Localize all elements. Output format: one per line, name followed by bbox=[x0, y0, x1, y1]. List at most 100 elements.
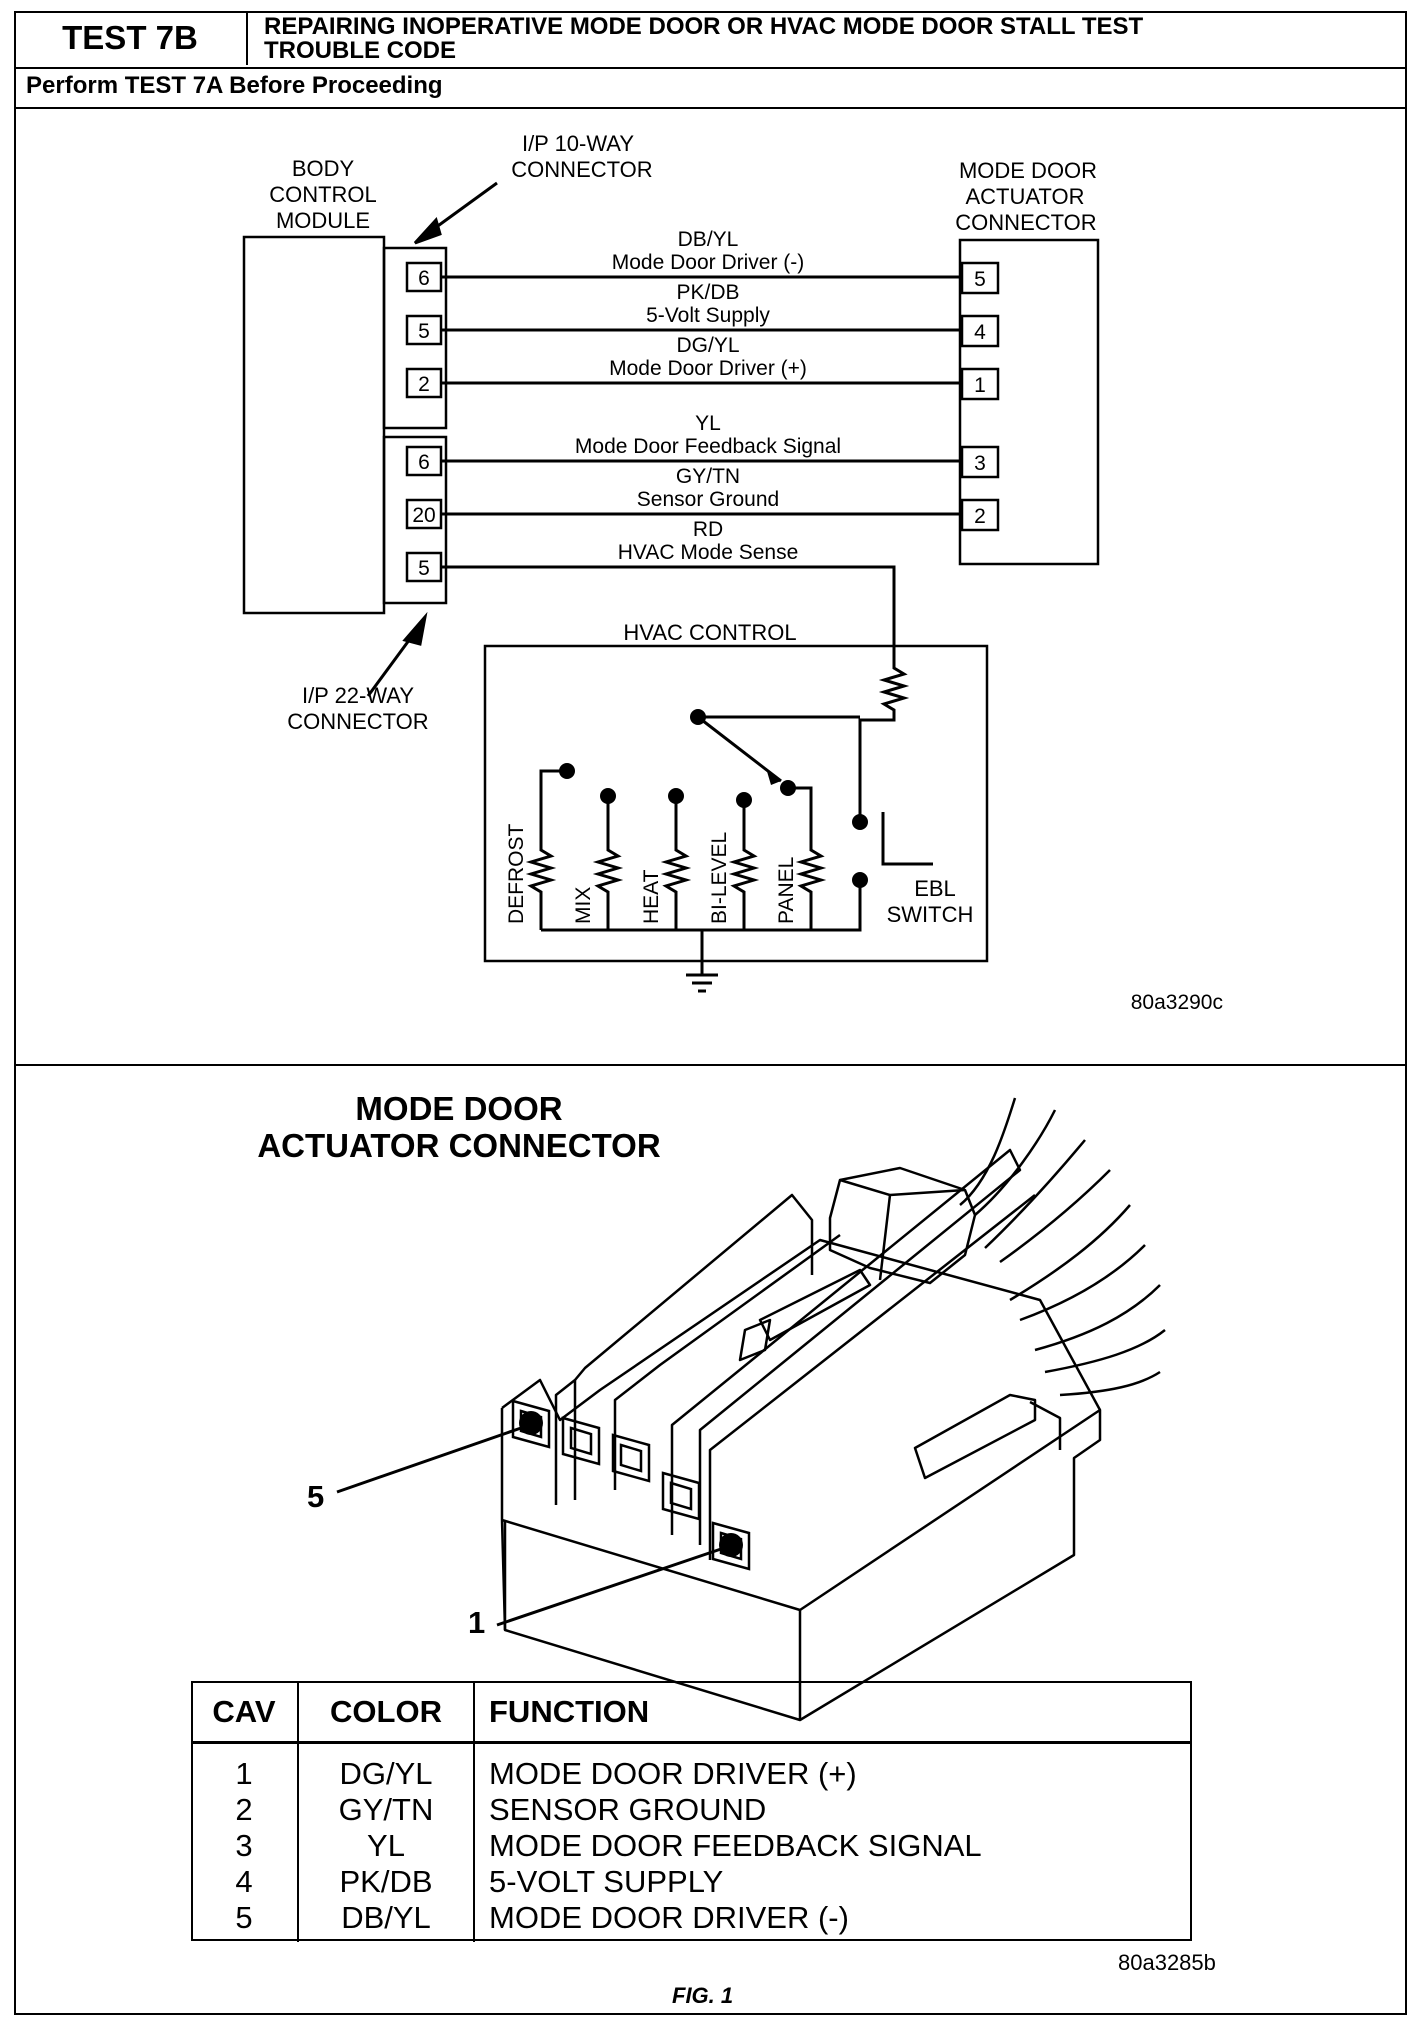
bcm-pin-number: 2 bbox=[418, 373, 430, 396]
function-cell: MODE DOOR DRIVER (-) bbox=[489, 1900, 849, 1935]
wire-function-label: Mode Door Driver (-) bbox=[612, 251, 805, 274]
header-row: TEST 7B REPAIRING INOPERATIVE MODE DOOR … bbox=[14, 11, 1407, 69]
bcm-label-2: CONTROL bbox=[269, 182, 377, 207]
position-label: MIX bbox=[572, 887, 595, 924]
color-cell: PK/DB bbox=[298, 1864, 475, 1900]
connector-figure-ref: 80a3285b bbox=[1118, 1950, 1216, 1975]
header-function: FUNCTION bbox=[474, 1681, 1192, 1744]
position-label: PANEL bbox=[775, 857, 798, 924]
ip22-arrowhead bbox=[402, 611, 428, 646]
color-cell: YL bbox=[298, 1828, 475, 1864]
actuator-pin-number: 3 bbox=[974, 452, 986, 475]
table-row: 3 YL MODE DOOR FEEDBACK SIGNAL bbox=[191, 1828, 1192, 1864]
function-cell: MODE DOOR DRIVER (+) bbox=[489, 1756, 857, 1791]
bcm-label-1: BODY bbox=[292, 156, 355, 181]
schematic-figure-ref: 80a3290c bbox=[1131, 991, 1223, 1014]
wire-function-label: Mode Door Driver (+) bbox=[609, 357, 807, 380]
bcm-label-3: MODULE bbox=[276, 208, 370, 233]
pin-table-header-row: CAV COLOR FUNCTION bbox=[191, 1681, 1192, 1744]
schematic-labels: BODY CONTROL MODULE I/P 10-WAY CONNECTOR… bbox=[269, 131, 1097, 927]
cav-cell: 5 bbox=[191, 1900, 299, 1942]
wiper-pivot-node bbox=[690, 709, 706, 725]
cav-cell: 3 bbox=[191, 1828, 299, 1864]
position-resistor bbox=[660, 796, 692, 930]
position-contact-node bbox=[600, 788, 616, 804]
bcm-pin-number: 6 bbox=[418, 451, 430, 474]
color-cell: DG/YL bbox=[298, 1742, 475, 1792]
wires bbox=[441, 275, 962, 575]
table-row: 4 PK/DB 5-VOLT SUPPLY bbox=[191, 1864, 1192, 1900]
cav-cell: 1 bbox=[191, 1742, 299, 1792]
test-title: REPAIRING INOPERATIVE MODE DOOR OR HVAC … bbox=[264, 15, 1384, 63]
position-label: HEAT bbox=[640, 869, 663, 924]
actuator-label-1: MODE DOOR bbox=[959, 158, 1097, 183]
figure-caption: FIG. 1 bbox=[672, 1983, 734, 2008]
actuator-pin-number: 1 bbox=[974, 374, 986, 397]
ip10-label-2: CONNECTOR bbox=[511, 157, 652, 182]
ip10-label-1: I/P 10-WAY bbox=[522, 131, 634, 156]
ground-bus bbox=[541, 880, 862, 932]
sheet-content: TEST 7B REPAIRING INOPERATIVE MODE DOOR … bbox=[14, 11, 1407, 2015]
header-cav: CAV bbox=[191, 1681, 299, 1744]
wire-color-label: DB/YL bbox=[678, 228, 739, 251]
ip22-connector-housing bbox=[382, 435, 448, 605]
hvac-nodes bbox=[559, 709, 868, 888]
position-label: BI-LEVEL bbox=[708, 832, 731, 924]
bcm-module-box bbox=[242, 235, 386, 615]
ebl-label-2: SWITCH bbox=[887, 902, 974, 927]
schematic-shapes bbox=[242, 235, 1100, 963]
color-cell: DB/YL bbox=[298, 1900, 475, 1942]
wire-color-label: GY/TN bbox=[676, 465, 740, 488]
test-id: TEST 7B bbox=[14, 11, 248, 65]
hvac-control-box bbox=[483, 644, 989, 963]
actuator-pin-number: 2 bbox=[974, 505, 986, 528]
header-color: COLOR bbox=[298, 1681, 475, 1744]
position-contact-node bbox=[780, 780, 796, 796]
position-resistor bbox=[788, 786, 827, 930]
position-resistor bbox=[525, 769, 567, 930]
ground-symbol bbox=[686, 973, 718, 993]
test-title-line-1: REPAIRING INOPERATIVE MODE DOOR OR HVAC … bbox=[264, 13, 1144, 40]
pin-table: CAV COLOR FUNCTION 1 DG/YL MODE DOOR DRI… bbox=[191, 1681, 1192, 1942]
position-label: DEFROST bbox=[505, 823, 528, 924]
ip10-arrowhead bbox=[413, 217, 442, 245]
actuator-label-2: ACTUATOR bbox=[966, 184, 1085, 209]
position-resistors bbox=[525, 769, 827, 930]
table-row: 5 DB/YL MODE DOOR DRIVER (-) bbox=[191, 1900, 1192, 1942]
wire-function-label: Mode Door Feedback Signal bbox=[575, 435, 841, 458]
position-contact-node bbox=[668, 788, 684, 804]
wiper-arrowhead bbox=[766, 768, 781, 785]
table-row: 2 GY/TN SENSOR GROUND bbox=[191, 1792, 1192, 1828]
function-cell: 5-VOLT SUPPLY bbox=[489, 1864, 724, 1899]
position-resistor bbox=[728, 800, 760, 930]
hvac-control-label: HVAC CONTROL bbox=[623, 620, 796, 645]
wire-color-label: DG/YL bbox=[676, 334, 739, 357]
prerequisite-note: Perform TEST 7A Before Proceeding bbox=[14, 67, 1407, 109]
ebl-node-top bbox=[852, 814, 868, 830]
document-sheet bbox=[14, 11, 1407, 2015]
test-title-line-2: TROUBLE CODE bbox=[264, 37, 456, 64]
sense-resistor-path bbox=[858, 570, 910, 822]
bcm-pin-number: 6 bbox=[418, 267, 430, 290]
ebl-node-bottom bbox=[852, 872, 868, 888]
ebl-switch-contact bbox=[881, 812, 933, 866]
position-resistor bbox=[592, 796, 624, 930]
wire-function-label: Sensor Ground bbox=[637, 488, 779, 511]
position-contact-node bbox=[559, 763, 575, 779]
connector-arrows bbox=[366, 181, 498, 697]
table-row: 1 DG/YL MODE DOOR DRIVER (+) bbox=[191, 1742, 1192, 1792]
ip22-label-2: CONNECTOR bbox=[287, 709, 428, 734]
position-labels: DEFROST MIX HEAT BI-LEVEL PANEL bbox=[505, 823, 798, 924]
ebl-label-1: EBL bbox=[914, 876, 956, 901]
hvac-circuit bbox=[541, 570, 933, 993]
color-cell: GY/TN bbox=[298, 1792, 475, 1828]
wire-color-label: RD bbox=[693, 518, 723, 541]
bcm-pin-number: 5 bbox=[418, 557, 430, 580]
actuator-label-3: CONNECTOR bbox=[955, 210, 1096, 235]
position-contact-node bbox=[736, 792, 752, 808]
actuator-pin-number: 5 bbox=[974, 268, 986, 291]
wire-color-label: PK/DB bbox=[676, 281, 739, 304]
